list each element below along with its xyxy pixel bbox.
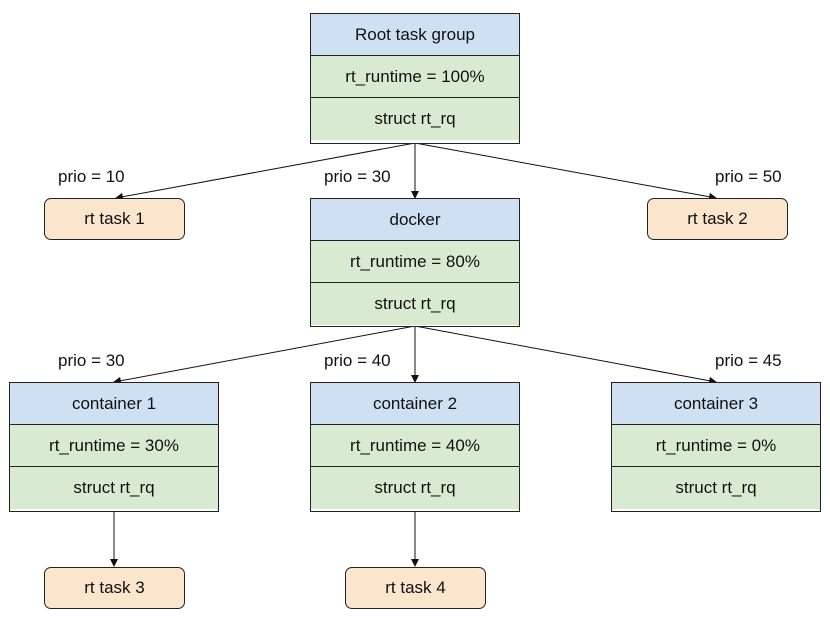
- group-container3: container 3 rt_runtime = 0% struct rt_rq: [611, 382, 821, 512]
- group-container1-rq: struct rt_rq: [10, 467, 218, 509]
- prio-label-task1: prio = 10: [58, 167, 125, 186]
- group-container1: container 1 rt_runtime = 30% struct rt_r…: [9, 382, 219, 512]
- edge-root-task1: [115, 142, 416, 201]
- group-container1-title: container 1: [10, 383, 218, 425]
- group-container3-title: container 3: [612, 383, 820, 425]
- group-docker-runtime: rt_runtime = 80%: [311, 241, 519, 283]
- group-root-title: Root task group: [311, 14, 519, 56]
- task-rt-task-4: rt task 4: [345, 567, 486, 609]
- group-docker-rq: struct rt_rq: [311, 283, 519, 325]
- group-root: Root task group rt_runtime = 100% struct…: [310, 13, 520, 144]
- group-container2-title: container 2: [311, 383, 519, 425]
- prio-label-docker: prio = 30: [324, 167, 391, 186]
- group-container3-rq: struct rt_rq: [612, 467, 820, 509]
- prio-label-container1: prio = 30: [58, 351, 125, 370]
- task-rt-task-2: rt task 2: [647, 198, 788, 240]
- group-container2: container 2 rt_runtime = 40% struct rt_r…: [310, 382, 520, 512]
- task-rt-task-1: rt task 1: [44, 198, 185, 240]
- group-root-runtime: rt_runtime = 100%: [311, 56, 519, 98]
- group-container3-runtime: rt_runtime = 0%: [612, 425, 820, 467]
- group-container1-runtime: rt_runtime = 30%: [10, 425, 218, 467]
- edge-root-task2: [414, 142, 717, 201]
- group-container2-rq: struct rt_rq: [311, 467, 519, 509]
- group-container2-runtime: rt_runtime = 40%: [311, 425, 519, 467]
- edge-docker-container1: [113, 325, 416, 385]
- prio-label-task2: prio = 50: [715, 167, 782, 186]
- task-rt-task-3: rt task 3: [44, 567, 185, 609]
- group-docker: docker rt_runtime = 80% struct rt_rq: [310, 198, 520, 327]
- group-root-rq: struct rt_rq: [311, 98, 519, 140]
- prio-label-container3: prio = 45: [715, 351, 782, 370]
- group-docker-title: docker: [311, 199, 519, 241]
- edge-docker-container3: [414, 325, 717, 385]
- prio-label-container2: prio = 40: [324, 351, 391, 370]
